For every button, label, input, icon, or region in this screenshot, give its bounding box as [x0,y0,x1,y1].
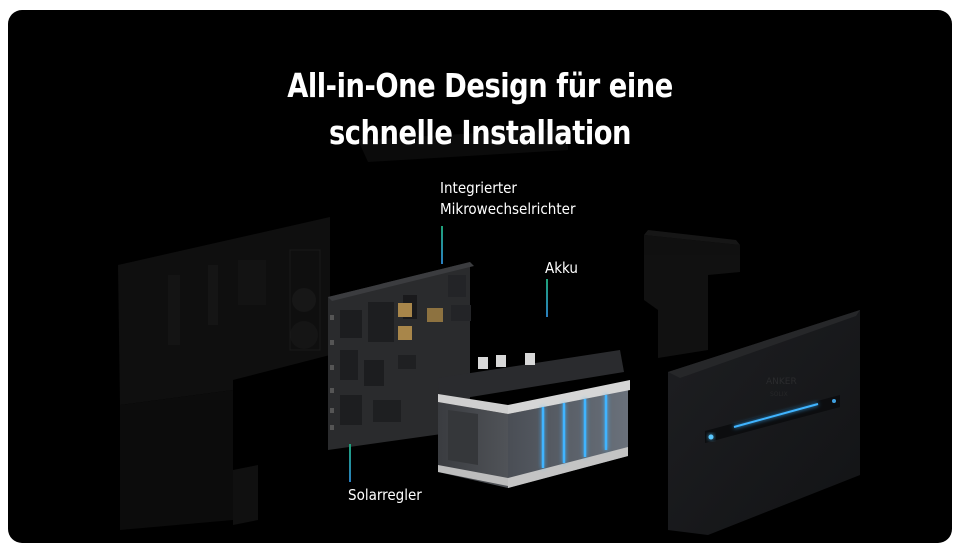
front-cover: ANKER SOLIX [668,310,860,535]
banner-card: ANKER SOLIX All-in-One Design für eine s… [8,10,952,543]
leader-line-solar-controller [349,444,351,482]
battery-glow-lines [541,395,608,468]
top-cover-plate [358,128,568,162]
board-connectors [330,315,334,430]
callout-inverter-line1: Integrierter [440,179,517,197]
rear-housing [118,217,330,530]
callout-solar-controller: Solarregler [348,486,422,504]
brand-sublogo: SOLIX [770,391,788,398]
callout-inverter: Integrierter Mikrowechselrichter [440,178,576,220]
power-indicator-icon [708,434,714,440]
leader-line-inverter [441,226,443,264]
title-line-2: schnelle Installation [328,113,632,152]
inverter-board [328,262,474,450]
page-title: All-in-One Design für eine schnelle Inst… [46,62,914,156]
callout-battery: Akku [545,259,578,277]
title-line-1: All-in-One Design für eine [287,66,673,105]
leader-line-battery [546,279,548,317]
front-light-bar [733,403,819,428]
battery-pack [438,350,630,488]
mounting-bracket [644,230,740,358]
brand-logo: ANKER [766,377,797,387]
exploded-product-illustration: ANKER SOLIX [118,128,860,535]
callout-inverter-line2: Mikrowechselrichter [440,200,576,218]
